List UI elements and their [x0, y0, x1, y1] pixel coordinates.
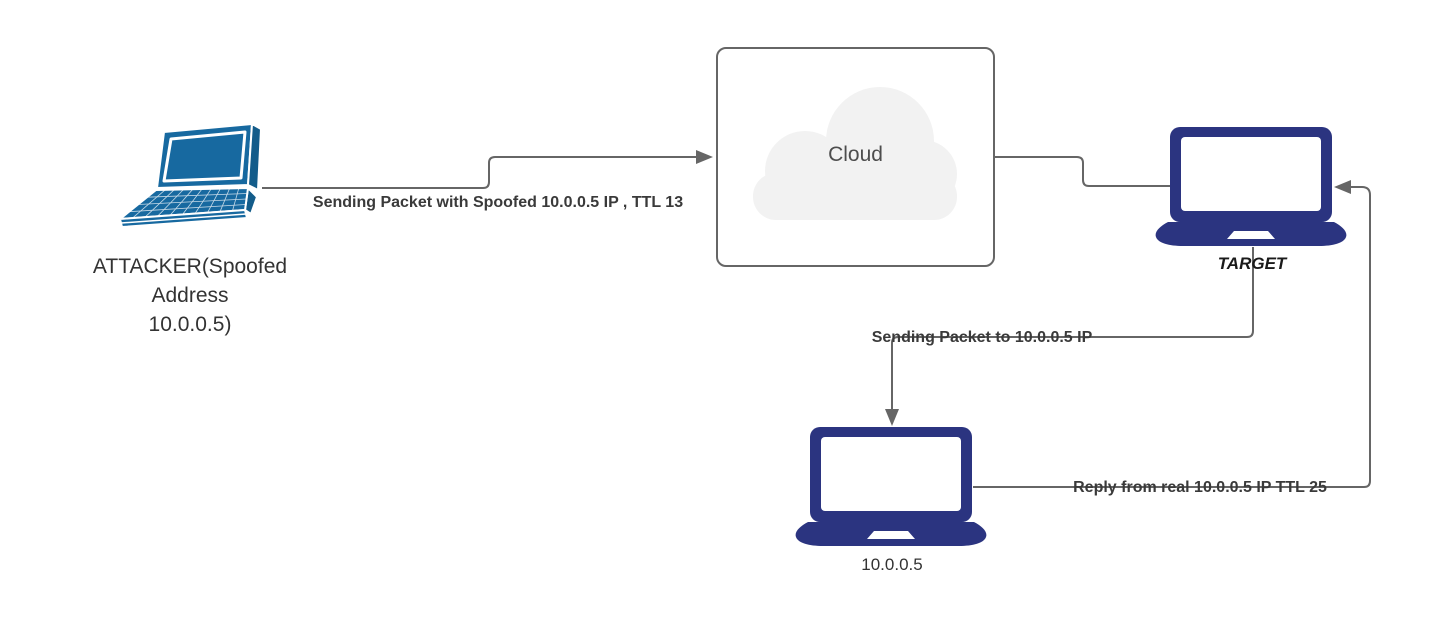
- arrowhead-down-icon: [885, 409, 899, 426]
- edge-label-spoofed-packet: Sending Packet with Spoofed 10.0.0.5 IP …: [312, 194, 684, 211]
- target-label: TARGET: [1217, 254, 1287, 273]
- target-laptop-icon: [1155, 127, 1347, 246]
- attacker-label-line: Address: [151, 284, 229, 307]
- host-laptop-icon: [795, 427, 987, 546]
- attacker-label-line: ATTACKER(Spoofed: [92, 255, 288, 278]
- edge-target-to-host: [891, 247, 1254, 409]
- cloud-node: Cloud: [716, 47, 995, 267]
- edge-cloud-to-target: [995, 156, 1170, 187]
- arrowhead-right-icon: [696, 150, 713, 164]
- edge-attacker-to-cloud: [262, 156, 696, 189]
- attacker-label: ATTACKER(Spoofed Address 10.0.0.5): [65, 252, 315, 339]
- cloud-icon: [753, 87, 957, 220]
- arrowhead-left-icon: [1334, 180, 1351, 194]
- attacker-label-line: 10.0.0.5): [148, 313, 232, 336]
- edge-host-to-target: [973, 186, 1371, 488]
- cloud-label: Cloud: [828, 143, 883, 166]
- edge-label-reply: Reply from real 10.0.0.5 IP TTL 25: [1073, 479, 1327, 496]
- attacker-laptop-icon: [119, 123, 262, 228]
- host-label: 10.0.0.5: [861, 555, 923, 574]
- edge-label-send-to-real: Sending Packet to 10.0.0.5 IP: [871, 329, 1093, 346]
